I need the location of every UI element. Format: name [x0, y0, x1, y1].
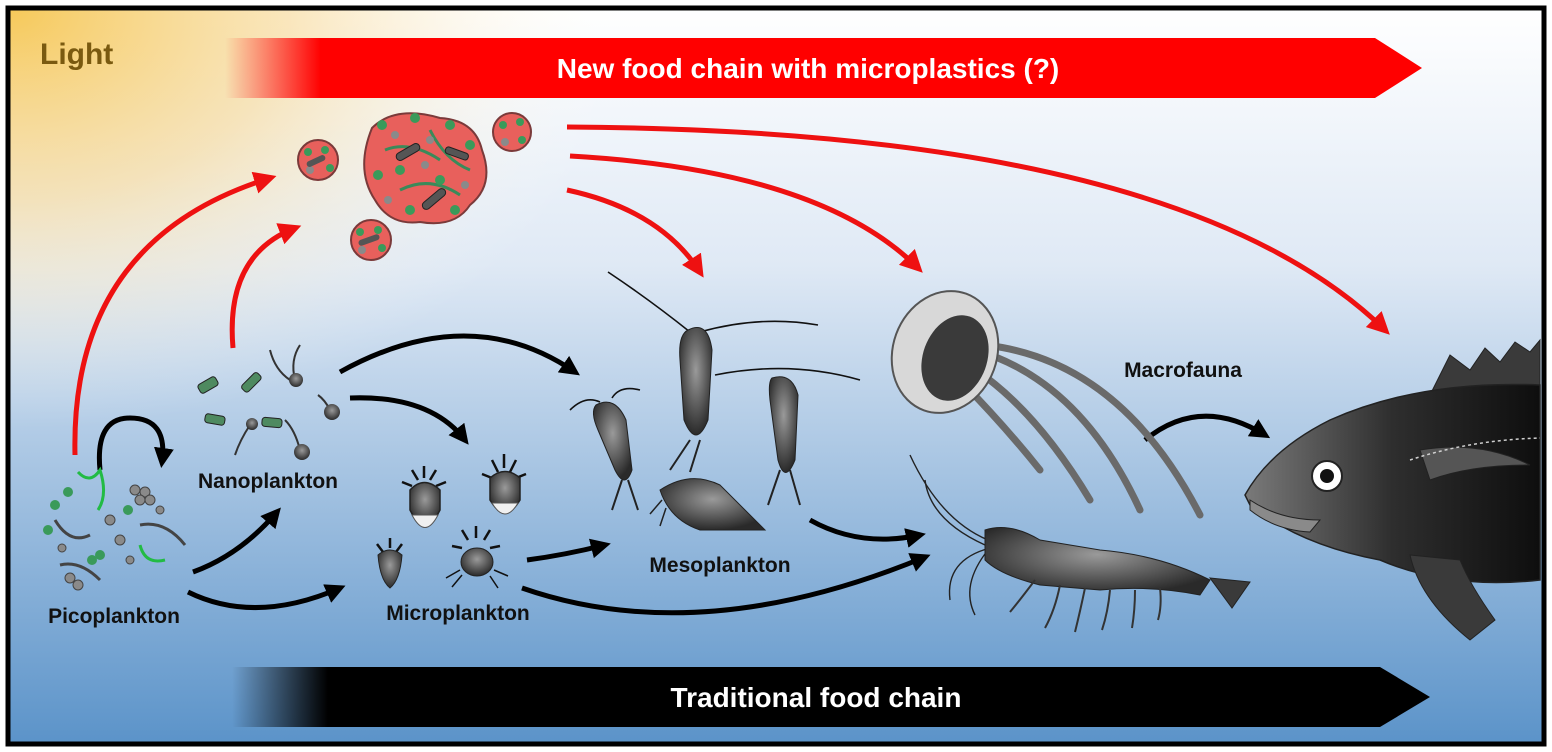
- fish: [1244, 338, 1541, 641]
- light-glow: [8, 8, 1544, 744]
- microplankton-label: Microplankton: [386, 602, 530, 625]
- black-arrow-pico-self: [96, 415, 174, 471]
- red-arrow-to-jellyfish: [569, 153, 923, 273]
- red-arrow-pico-to-aggregates: [72, 171, 277, 456]
- nanoplankton-label: Nanoplankton: [198, 470, 338, 493]
- black-arrow-meso-to-shrimp: [808, 517, 926, 548]
- black-arrow-micro-to-shrimp: [521, 553, 931, 616]
- black-arrow-nano-to-meso: [338, 333, 580, 376]
- red-arrows: [72, 124, 1390, 456]
- picoplankton-label: Picoplankton: [48, 605, 180, 628]
- light-label: Light: [40, 38, 113, 71]
- black-arrow-nano-to-micro: [349, 395, 469, 445]
- red-arrow-to-mesoplankton: [566, 187, 704, 278]
- traditional-food-chain-text: Traditional food chain: [671, 682, 962, 713]
- microplastic-aggregates: [297, 112, 532, 261]
- microplankton-cluster: [376, 454, 527, 589]
- black-arrow-pico-to-micro: [186, 584, 346, 611]
- black-arrow-micro-to-meso: [526, 538, 611, 563]
- black-arrow-pico-to-nano: [192, 507, 281, 575]
- picoplankton-cluster: [43, 466, 187, 591]
- shrimp: [909, 454, 1251, 633]
- mesoplankton-label: Mesoplankton: [649, 554, 790, 577]
- black-arrows: [96, 333, 1271, 616]
- red-arrow-nano-to-aggregates: [229, 223, 302, 349]
- jellyfish: [890, 290, 1204, 519]
- red-arrow-to-fish: [566, 124, 1390, 335]
- new-food-chain-banner: New food chain with microplastics (?): [225, 38, 1422, 98]
- frame-border: [5, 5, 1547, 747]
- new-food-chain-text: New food chain with microplastics (?): [557, 53, 1060, 84]
- macrofauna-label: Macrofauna: [1124, 359, 1242, 382]
- nanoplankton-cluster: [197, 344, 340, 460]
- black-arrow-to-fish: [1143, 413, 1271, 442]
- mesoplankton-cluster: [569, 271, 861, 531]
- traditional-food-chain-banner: Traditional food chain: [232, 667, 1430, 727]
